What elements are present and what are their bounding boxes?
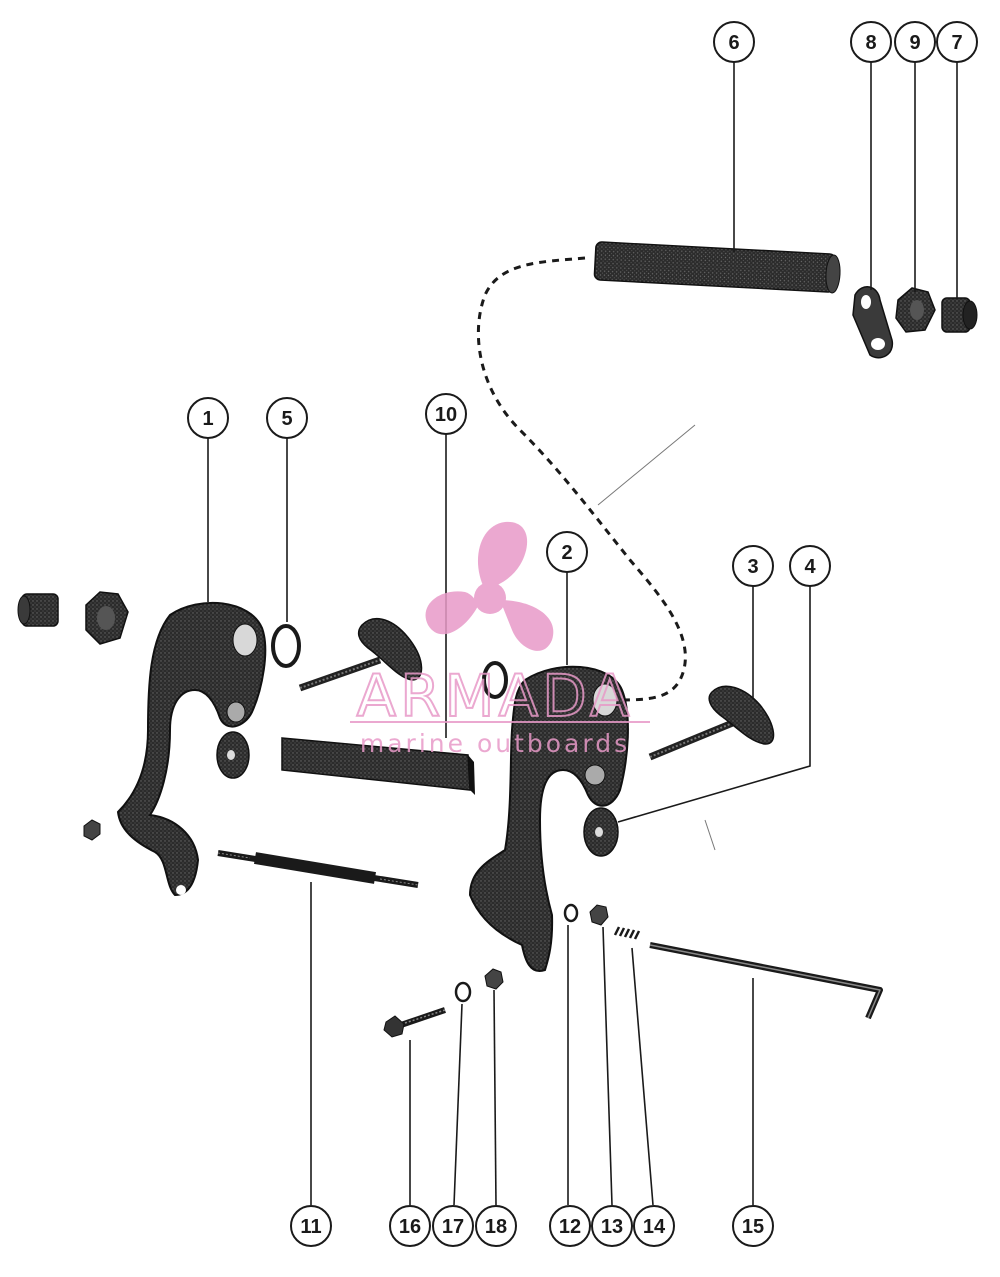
- part-15-pin: [649, 942, 883, 1020]
- callout-7: 7: [936, 21, 978, 63]
- parts-layer: [17, 241, 978, 1038]
- assembly-dashed-line: [476, 256, 687, 702]
- part-3-clamp-screw: [648, 685, 775, 761]
- left-nut: [85, 591, 129, 645]
- callout-circle: [432, 1205, 474, 1247]
- callout-label: 12: [559, 1216, 581, 1238]
- left-bushing: [17, 593, 59, 627]
- callout-circle: [549, 1205, 591, 1247]
- stray-line: [597, 424, 696, 506]
- part-6-tube: [593, 241, 841, 294]
- callout-label: 5: [281, 408, 292, 430]
- part-16-bolt: [383, 1007, 446, 1038]
- callout-label: 16: [399, 1216, 421, 1238]
- callout-circle: [389, 1205, 431, 1247]
- callout-circle: [187, 397, 229, 439]
- callout-14: 14: [633, 1205, 675, 1247]
- callout-9: 9: [894, 21, 936, 63]
- leader-lines: [207, 62, 958, 1206]
- callout-label: 13: [601, 1216, 623, 1238]
- propeller-logo-icon: [425, 521, 554, 651]
- callout-label: 2: [561, 542, 572, 564]
- callout-label: 11: [300, 1216, 321, 1238]
- callout-6: 6: [713, 21, 755, 63]
- callout-label: 17: [442, 1216, 464, 1238]
- callout-label: 9: [909, 32, 920, 54]
- callout-11: 11: [290, 1205, 332, 1247]
- callout-8: 8: [850, 21, 892, 63]
- callout-1: 1: [187, 397, 229, 439]
- part-18-nut: [484, 968, 504, 990]
- stray-line: [704, 819, 716, 851]
- callout-circle: [732, 1205, 774, 1247]
- callout-circle: [266, 397, 308, 439]
- callout-3: 3: [732, 545, 774, 587]
- small-nut-left: [83, 819, 101, 841]
- part-17-washer: [454, 981, 472, 1003]
- callout-10: 10: [425, 393, 467, 435]
- watermark-brand: ARMADA: [356, 662, 633, 730]
- callout-circle: [732, 545, 774, 587]
- part-5-o-ring: [271, 624, 301, 668]
- part-14-spring: [613, 926, 641, 940]
- callout-circle: [633, 1205, 675, 1247]
- callout-13: 13: [591, 1205, 633, 1247]
- callout-label: 1: [202, 408, 213, 430]
- callout-label: 14: [643, 1216, 666, 1238]
- callout-label: 8: [865, 32, 876, 54]
- callout-circle: [475, 1205, 517, 1247]
- callout-label: 18: [485, 1216, 507, 1238]
- callout-circle: [850, 21, 892, 63]
- callout-circle: [789, 545, 831, 587]
- callout-16: 16: [389, 1205, 431, 1247]
- callout-label: 3: [747, 556, 758, 578]
- part-11-rod: [217, 850, 419, 888]
- clamp-screw-left: [298, 617, 423, 692]
- callout-4: 4: [789, 545, 831, 587]
- callout-5: 5: [266, 397, 308, 439]
- callout-15: 15: [732, 1205, 774, 1247]
- callout-circle: [425, 393, 467, 435]
- callout-circle: [894, 21, 936, 63]
- callout-circle: [290, 1205, 332, 1247]
- callout-circle: [546, 531, 588, 573]
- callout-label: 6: [728, 32, 739, 54]
- callout-label: 10: [435, 404, 457, 426]
- part-4-pad: [583, 807, 619, 857]
- o-ring-right: [482, 661, 508, 699]
- callout-18: 18: [475, 1205, 517, 1247]
- part-9-nut: [895, 287, 936, 333]
- part-1-clamp-bracket: [116, 602, 267, 897]
- callout-17: 17: [432, 1205, 474, 1247]
- callout-12: 12: [549, 1205, 591, 1247]
- callout-label: 4: [804, 556, 816, 578]
- armada-watermark: ARMADA marine outboards: [350, 521, 650, 758]
- part-13-nut: [589, 904, 609, 926]
- part-8-tab-washer: [852, 286, 894, 359]
- callout-circle: [936, 21, 978, 63]
- callout-circle: [591, 1205, 633, 1247]
- part-10-rubber-block: [281, 737, 475, 795]
- callout-circle: [713, 21, 755, 63]
- part-12-washer: [563, 903, 579, 923]
- watermark-tagline: marine outboards: [360, 729, 630, 758]
- part-2-clamp-bracket: [468, 665, 629, 972]
- clamp-pad-left: [216, 731, 250, 779]
- callout-label: 7: [951, 32, 962, 54]
- callout-2: 2: [546, 531, 588, 573]
- callout-label: 15: [742, 1216, 764, 1238]
- part-7-bushing: [941, 297, 978, 333]
